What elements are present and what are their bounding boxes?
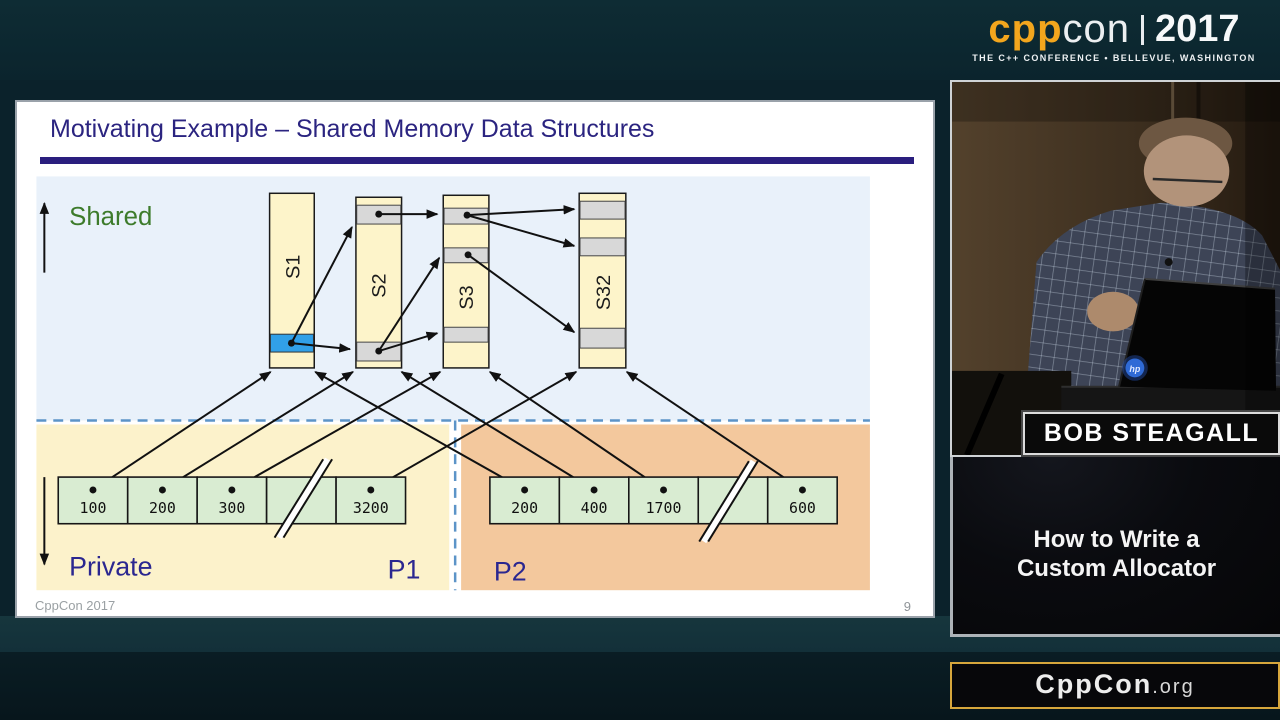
- segment-pointer-arrows: [287, 205, 576, 355]
- column-label-s3: S3: [456, 285, 478, 309]
- column-label-s32: S32: [593, 275, 615, 310]
- speaker-hand: [1087, 291, 1139, 332]
- private-label: Private: [69, 551, 152, 581]
- speaker-glasses: [1152, 177, 1223, 184]
- pointer-arrows-private-to-shared: [92, 371, 804, 491]
- p1-label: P1: [388, 554, 421, 584]
- slide-title: Motivating Example – Shared Memory Data …: [50, 115, 655, 143]
- title-underline: [40, 157, 914, 164]
- talk-title-line2: Custom Allocator: [1016, 555, 1217, 582]
- cppcon-org-bar: CppCon .org: [950, 662, 1280, 709]
- speaker-nameplate: BOB STEAGALL: [1023, 412, 1280, 455]
- shared-axis: Shared: [39, 202, 152, 273]
- hp-logo-icon: [1125, 358, 1145, 378]
- speaker-video: hp: [950, 80, 1280, 457]
- p1-cell-value: 200: [149, 499, 176, 517]
- p1-array-break-mark: [273, 457, 333, 540]
- p2-label: P2: [494, 556, 527, 586]
- shared-label: Shared: [69, 203, 152, 231]
- logo-con-text: con: [1062, 7, 1131, 51]
- p2-cell-value: 600: [789, 499, 816, 517]
- p2-array-break-mark: [698, 459, 759, 544]
- speaker-face: [1143, 135, 1230, 207]
- p2-cell-value: 200: [511, 499, 538, 517]
- shared-private-boundary: [36, 419, 870, 591]
- logo-wordmark: cpp con 2017: [958, 7, 1270, 52]
- talk-title-line1: How to Write a: [1033, 526, 1200, 553]
- p2-cell-value: 1700: [646, 499, 682, 517]
- p1-cell-value: 100: [80, 499, 107, 517]
- logo-tagline: THE C++ CONFERENCE • BELLEVUE, WASHINGTO…: [972, 53, 1256, 63]
- slide-footer: CppCon 2017: [35, 598, 116, 613]
- presentation-slide: Motivating Example – Shared Memory Data …: [15, 100, 935, 618]
- column-label-s1: S1: [282, 255, 304, 279]
- column-label-s2: S2: [369, 273, 391, 297]
- p1-pointer-array: 100 200 300 3200: [57, 457, 407, 540]
- speaker-name: BOB STEAGALL: [1043, 419, 1260, 447]
- segment-column-s3: S3: [442, 194, 490, 369]
- logo-divider: [1141, 14, 1145, 45]
- cppcon-logo: cpp con 2017 THE C++ CONFERENCE • BELLEV…: [958, 7, 1270, 63]
- p1-cell-value: 300: [218, 499, 245, 517]
- svg-text:hp: hp: [1129, 364, 1140, 374]
- laptop: hp: [1118, 277, 1277, 391]
- p1-cell-value: 3200: [353, 499, 389, 517]
- background-top-band: [0, 0, 1280, 80]
- slide-page-number: 9: [903, 599, 911, 614]
- site-domain: .org: [1152, 676, 1195, 698]
- memory-diagram: Shared Private P1 P2 S1 S2: [36, 176, 870, 591]
- talk-title-panel: How to Write a Custom Allocator: [950, 457, 1280, 637]
- p2-cell-value: 400: [581, 499, 608, 517]
- logo-cpp-text: cpp: [988, 7, 1063, 51]
- private-axis: Private: [39, 477, 153, 581]
- segment-column-s1: S1: [268, 192, 315, 369]
- segment-column-s32: S32: [578, 192, 627, 369]
- lavalier-mic: [1164, 258, 1173, 267]
- site-name: CppCon: [1035, 669, 1153, 699]
- logo-year-text: 2017: [1155, 8, 1240, 50]
- p2-pointer-array: 200 400 1700 600: [489, 459, 838, 544]
- segment-column-s2: S2: [355, 196, 403, 369]
